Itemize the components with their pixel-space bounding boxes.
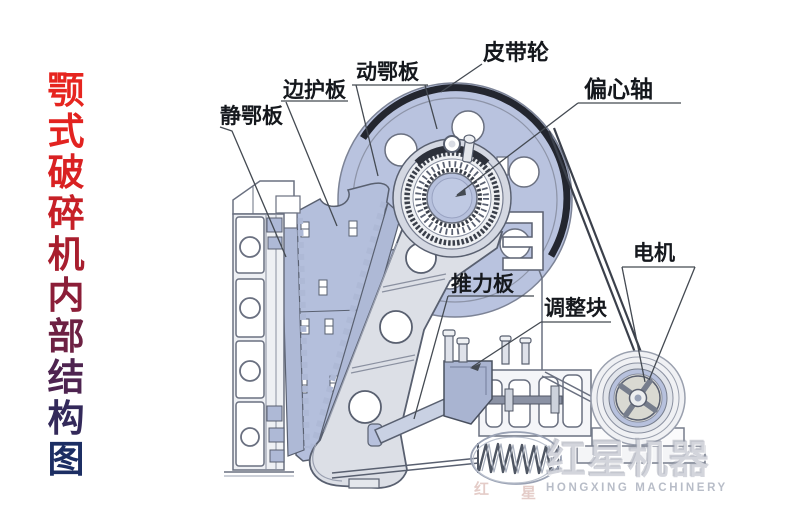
adjusting-block-part	[442, 329, 532, 425]
label-moving-jaw-plate: 动鄂板	[356, 61, 420, 84]
leader-arrow-adjusting	[470, 363, 481, 371]
watermark-stray-char: 星	[521, 485, 537, 502]
eccentric-shaft-bearing	[392, 134, 512, 258]
frame-edge	[538, 269, 543, 371]
title-char: 破	[47, 152, 85, 193]
fixed-jaw-frame	[224, 180, 301, 477]
label-motor: 电机	[633, 241, 675, 265]
label-adjusting-block: 调整块	[544, 296, 608, 320]
callout-leaders	[219, 63, 696, 420]
label-fixed-jaw-plate: 静鄂板	[220, 104, 284, 128]
motor-pulley	[576, 350, 706, 464]
side-guard-plate	[295, 182, 390, 462]
leader-arrow-eccentric	[455, 188, 466, 197]
tension-spring	[470, 431, 562, 485]
part-labels: 静鄂板 边护板 动鄂板 皮带轮 偏心轴 电机 推力板 调整块	[220, 40, 675, 320]
title-char: 颚	[47, 70, 85, 111]
v-belt	[547, 127, 648, 369]
title-char: 结	[47, 357, 85, 398]
title-char: 图	[47, 439, 85, 480]
toggle-plate-part	[367, 396, 456, 447]
adjusting-screw	[471, 385, 563, 414]
title-char: 碎	[47, 193, 85, 234]
title-char: 部	[47, 316, 85, 357]
label-eccentric-shaft: 偏心轴	[584, 76, 653, 102]
label-toggle-plate: 推力板	[451, 273, 515, 296]
label-belt-pulley: 皮带轮	[483, 40, 549, 65]
page-title-vertical: 颚式破碎机内部结构图	[45, 70, 87, 480]
title-char: 内	[47, 275, 85, 316]
frame-bracket	[502, 211, 544, 271]
title-char: 机	[47, 234, 85, 275]
title-char: 式	[47, 111, 85, 152]
tension-rod	[331, 457, 480, 489]
watermark-stray-char: 红	[474, 481, 490, 498]
title-char: 构	[47, 398, 85, 439]
label-side-guard-plate: 边护板	[283, 78, 347, 102]
